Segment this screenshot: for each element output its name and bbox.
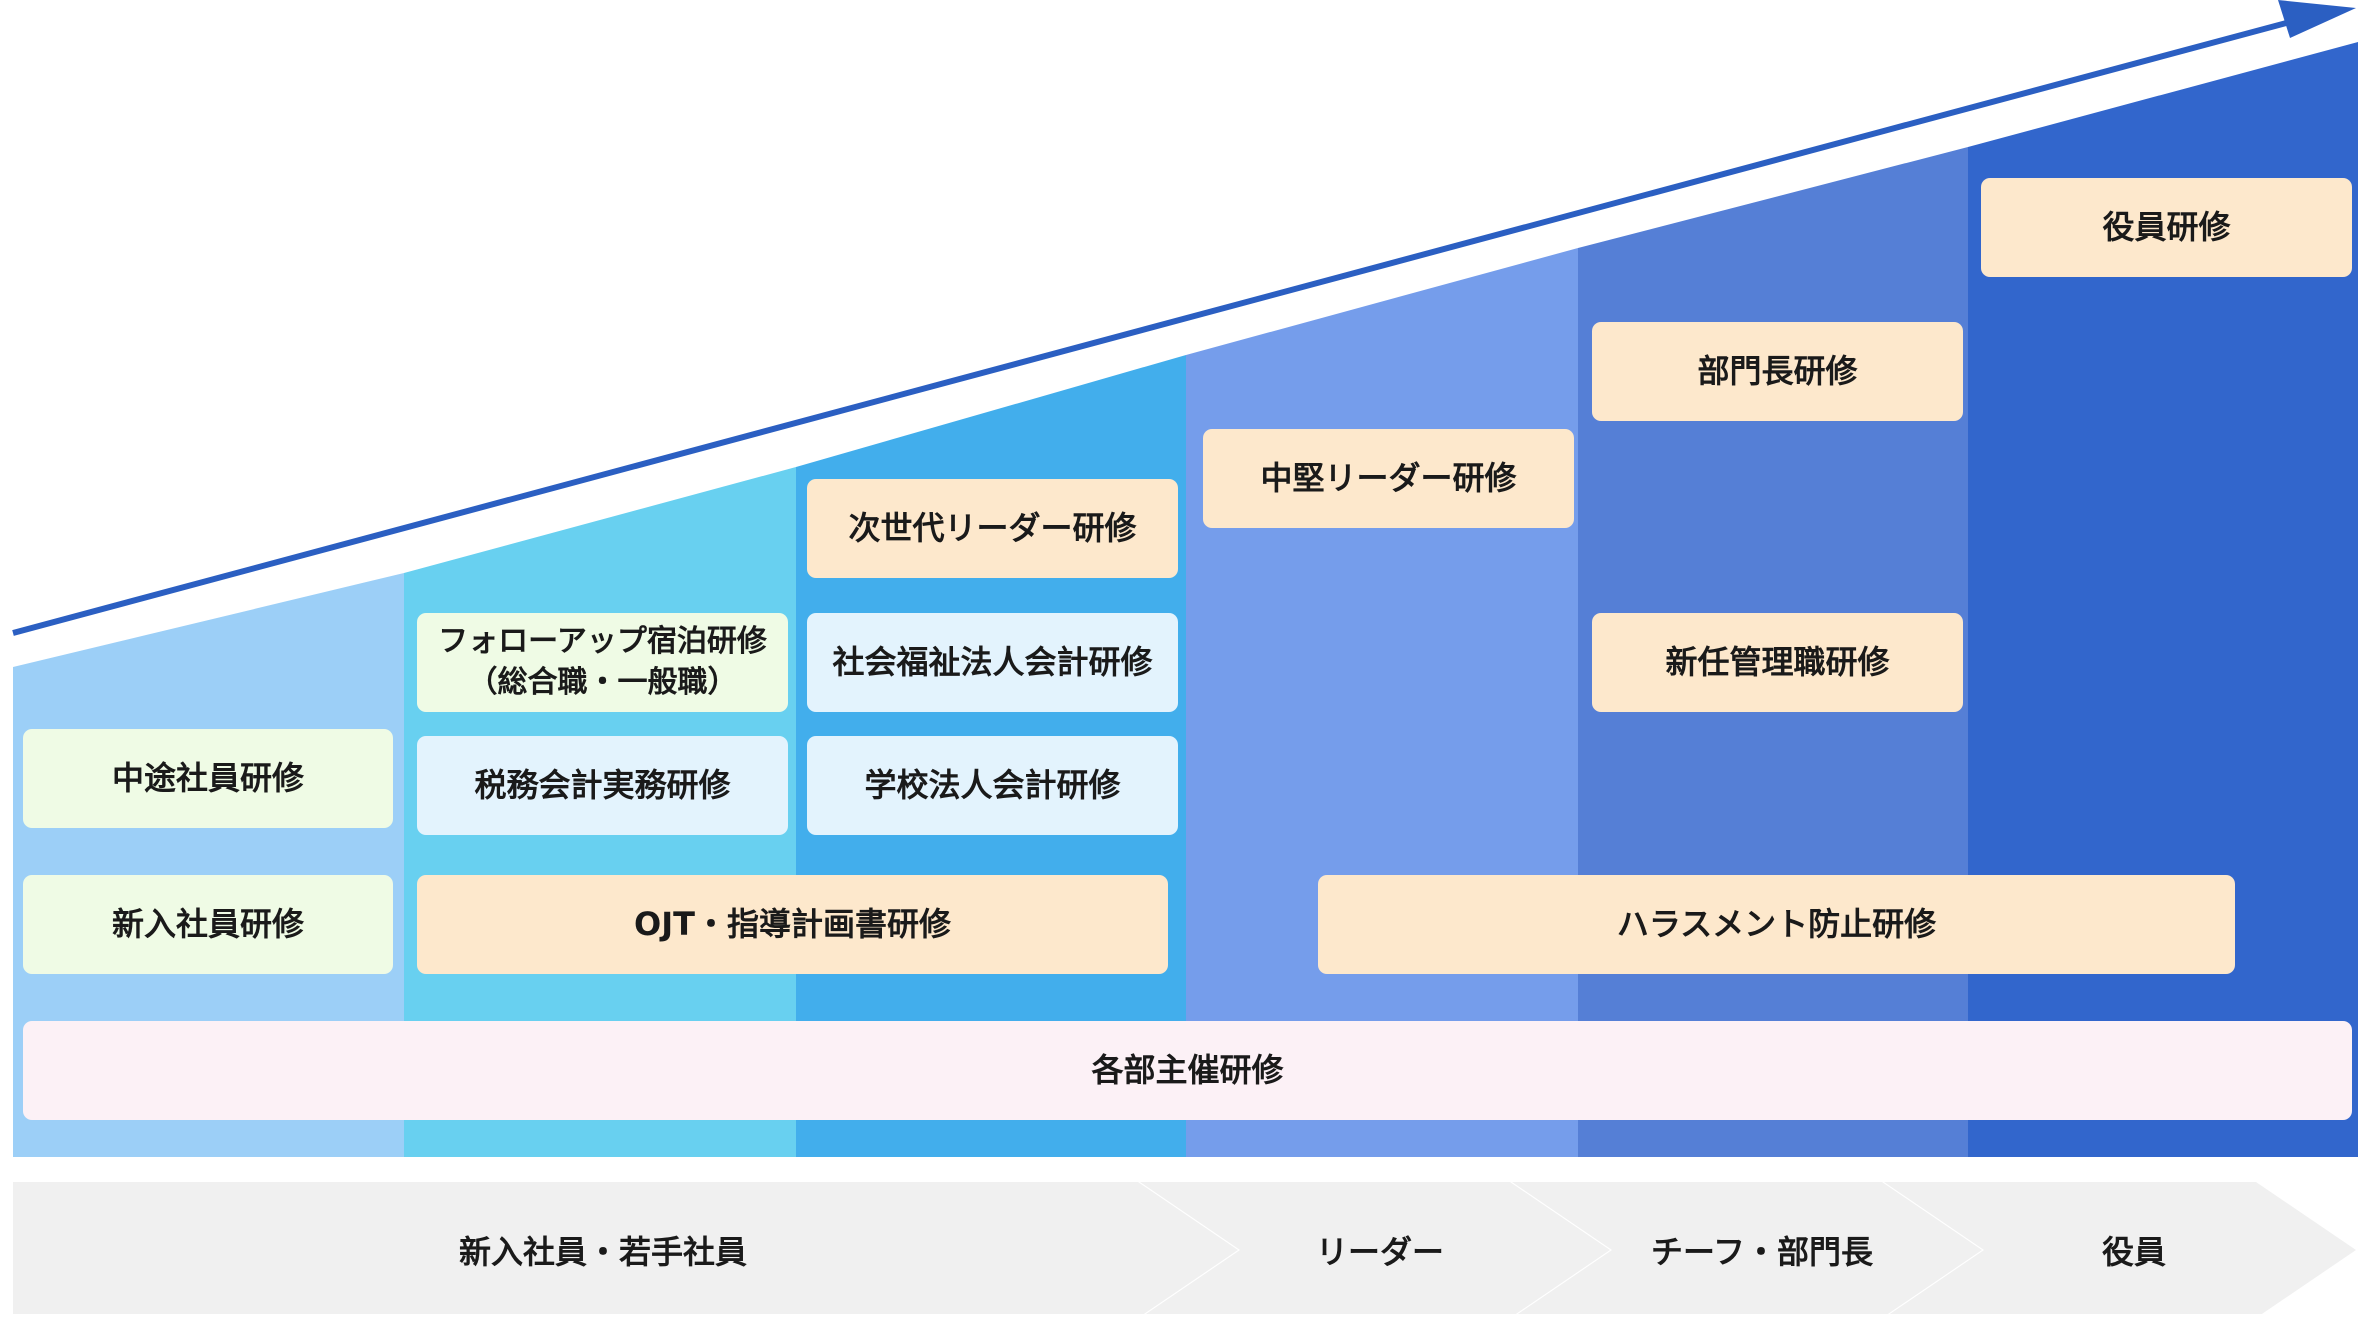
growth-arrow — [12, 0, 2356, 636]
stage-label-leader: リーダー — [1315, 1233, 1444, 1271]
level-band-1 — [13, 573, 404, 1157]
program-executive-label: 役員研修 — [2102, 207, 2231, 246]
program-school-accounting-label: 学校法人会計研修 — [864, 765, 1121, 804]
program-new-hire-label: 新入社員研修 — [111, 904, 304, 943]
stage-chevron-2 — [1140, 1182, 1610, 1314]
program-tax-accounting: 税務会計実務研修 — [417, 736, 788, 835]
program-mid-leader-label: 中堅リーダー研修 — [1260, 458, 1517, 497]
program-welfare-accounting: 社会福祉法人会計研修 — [807, 613, 1178, 712]
program-new-manager-label: 新任管理職研修 — [1665, 642, 1890, 681]
program-followup: フォローアップ宿泊研修 （総合職・一般職） — [417, 613, 788, 712]
program-department-hosted-label: 各部主催研修 — [1091, 1050, 1284, 1089]
program-dept-head-label: 部門長研修 — [1697, 351, 1858, 390]
program-mid-career-label: 中途社員研修 — [111, 758, 304, 797]
stage-label-chief-dept-head: チーフ・部門長 — [1650, 1233, 1874, 1271]
program-department-hosted: 各部主催研修 — [23, 1021, 2352, 1120]
stage-chevron-bar — [13, 1182, 2356, 1314]
program-tax-accounting-label: 税務会計実務研修 — [474, 765, 731, 804]
program-welfare-accounting-label: 社会福祉法人会計研修 — [832, 642, 1153, 681]
stage-label-executive: 役員 — [2101, 1233, 2166, 1271]
program-new-hire: 新入社員研修 — [23, 875, 393, 974]
program-harassment-prevention: ハラスメント防止研修 — [1318, 875, 2235, 974]
stage-chevron-4 — [1884, 1182, 2356, 1314]
stage-label-young-employees: 新入社員・若手社員 — [458, 1233, 747, 1271]
program-followup-line1: フォローアップ宿泊研修 — [438, 624, 767, 659]
program-ojt: OJT・指導計画書研修 — [417, 875, 1168, 974]
program-mid-leader: 中堅リーダー研修 — [1203, 429, 1574, 528]
program-executive: 役員研修 — [1981, 178, 2352, 277]
program-harassment-prevention-label: ハラスメント防止研修 — [1616, 904, 1937, 943]
program-next-gen-leader-label: 次世代リーダー研修 — [848, 508, 1137, 547]
stage-chevron-1 — [13, 1182, 1238, 1314]
program-ojt-label: OJT・指導計画書研修 — [634, 904, 951, 943]
stage-chevron-3 — [1512, 1182, 1982, 1314]
program-next-gen-leader: 次世代リーダー研修 — [807, 479, 1178, 578]
program-mid-career: 中途社員研修 — [23, 729, 393, 828]
program-school-accounting: 学校法人会計研修 — [807, 736, 1178, 835]
program-followup-line2: （総合職・一般職） — [467, 664, 738, 700]
program-new-manager: 新任管理職研修 — [1592, 613, 1963, 712]
program-dept-head: 部門長研修 — [1592, 322, 1963, 421]
